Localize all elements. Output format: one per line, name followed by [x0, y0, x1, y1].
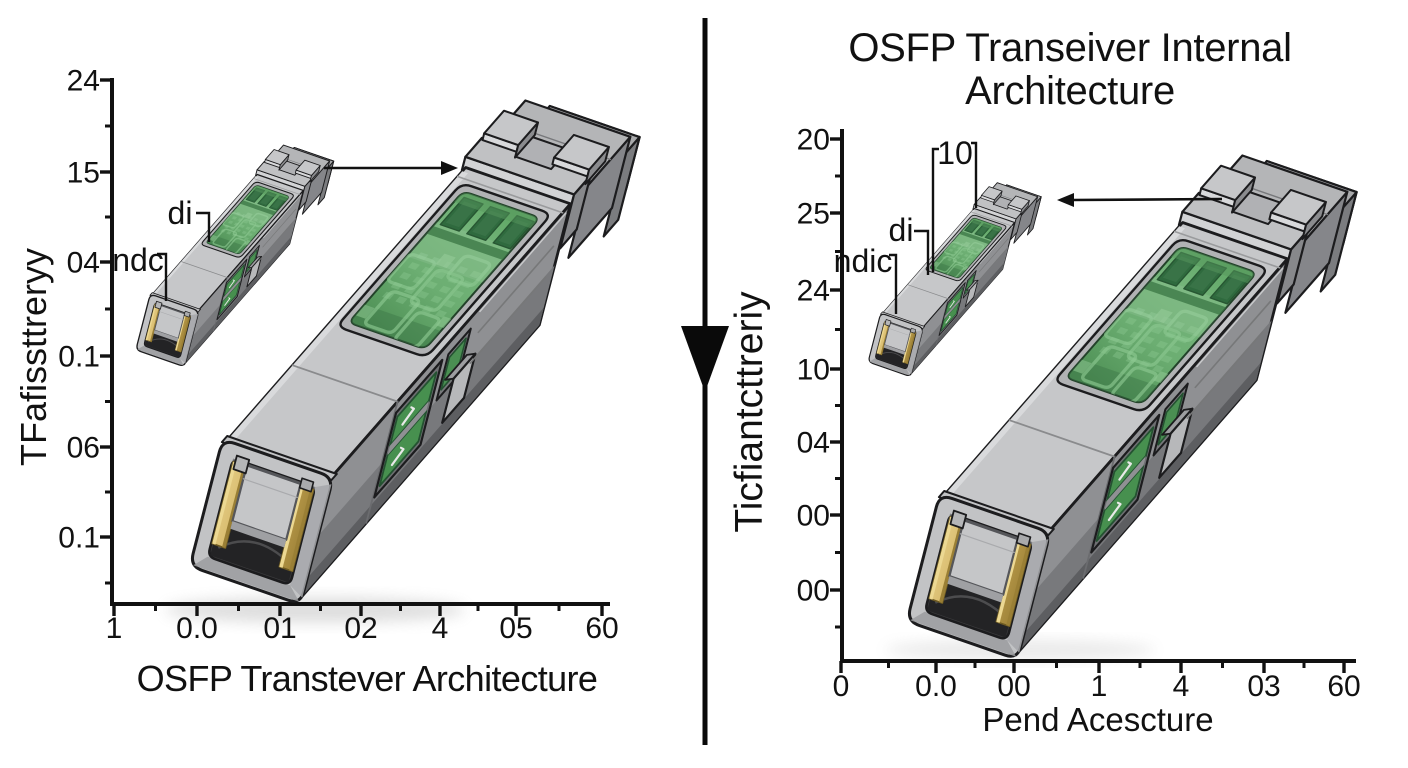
left-y-axis-label: TFafissttreryy — [13, 248, 54, 466]
tick-label: 03 — [1247, 670, 1280, 703]
tick-label: 1 — [1091, 670, 1108, 703]
tick-label: 60 — [1327, 670, 1360, 703]
right-title-line2: Architecture — [965, 69, 1175, 113]
tick-label: 00 — [797, 500, 830, 533]
tick-label: 0.1 — [58, 341, 100, 374]
zoom-arrow-left — [324, 161, 458, 175]
right-panel: OSFP Transeiver Internal Architecture — [728, 26, 1361, 738]
tick-label: 02 — [344, 612, 377, 645]
tick-label: 10 — [797, 354, 830, 387]
tick-label: 60 — [585, 612, 618, 645]
left-annotation-di: di — [168, 195, 193, 231]
tick-label: 04 — [797, 427, 830, 460]
arrowhead-right-icon — [441, 161, 458, 175]
tick-label: 00 — [997, 670, 1030, 703]
right-annotation-leaders — [889, 141, 978, 314]
zoom-arrow-right — [1057, 193, 1223, 207]
right-axes — [830, 129, 1356, 673]
divider — [681, 18, 729, 745]
tick-label: 0.0 — [915, 670, 957, 703]
tick-label: 00 — [797, 575, 830, 608]
right-x-tick-labels: 0 0.0 00 1 4 03 60 — [833, 670, 1361, 703]
left-y-tick-labels: 24 15 04 0.1 06 0.1 — [58, 65, 100, 555]
left-annotation-leaders — [157, 211, 211, 301]
divider-down-arrow-icon — [681, 326, 729, 392]
tick-label: 05 — [499, 612, 532, 645]
right-y-axis-label: Ticfiantcttreriy — [728, 291, 771, 533]
right-annotation-di: di — [889, 212, 914, 248]
tick-label: 04 — [67, 247, 100, 280]
tick-label: 24 — [67, 65, 100, 98]
tick-label: 15 — [67, 157, 100, 190]
right-title-line1: OSFP Transeiver Internal — [848, 26, 1291, 70]
tick-label: 24 — [797, 275, 830, 308]
right-annotation-ndic: ndic — [834, 243, 893, 279]
left-annotation-ndc: ndc — [112, 242, 164, 278]
right-y-tick-labels: 20 25 24 10 04 00 00 — [797, 124, 830, 608]
tick-label: 25 — [797, 198, 830, 231]
left-x-tick-labels: 1 0.0 01 02 4 05 60 — [106, 612, 619, 645]
tick-label: 0 — [833, 670, 850, 703]
left-axes — [100, 78, 610, 616]
left-x-axis-label: OSFP Transtever Architecture — [137, 658, 598, 699]
tick-label: 01 — [263, 612, 296, 645]
tick-label: 1 — [106, 612, 123, 645]
tick-label: 4 — [432, 612, 449, 645]
left-panel: 24 15 04 0.1 06 0.1 1 0.0 01 02 4 05 60 … — [13, 65, 640, 699]
right-annotation-10: 10 — [937, 135, 973, 171]
tick-label: 0.0 — [176, 612, 218, 645]
arrowhead-left-icon — [1057, 193, 1074, 207]
tick-label: 20 — [797, 124, 830, 157]
tick-label: 06 — [67, 432, 100, 465]
tick-label: 4 — [1173, 670, 1190, 703]
right-x-axis-label: Pend Acescture — [982, 701, 1213, 738]
tick-label: 0.1 — [58, 522, 100, 555]
